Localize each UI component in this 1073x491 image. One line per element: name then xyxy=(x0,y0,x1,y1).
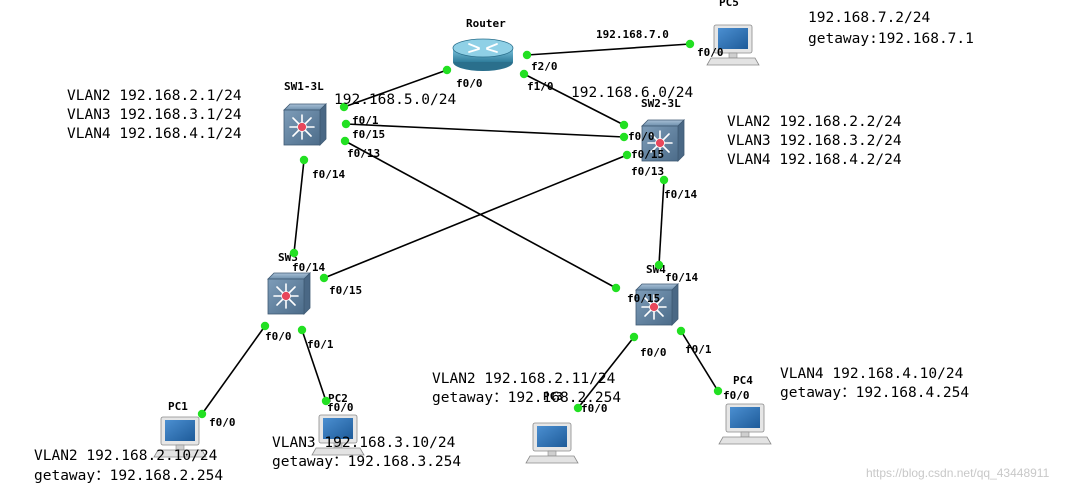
link-sw1-sw2 xyxy=(345,123,625,138)
watermark: https://blog.csdn.net/qq_43448911 xyxy=(866,466,1050,480)
port-sw1-f013: f0/13 xyxy=(347,147,380,160)
pc4-icon[interactable] xyxy=(718,403,772,445)
port-pc4-f00: f0/0 xyxy=(723,389,750,402)
port-pc2-f00: f0/0 xyxy=(327,401,354,414)
port-sw2-f015: f0/15 xyxy=(631,148,664,161)
pc3-gw-note: getaway：192.168.2.254 xyxy=(432,390,621,406)
sw2-label: SW2-3L xyxy=(641,97,681,110)
link-router-sw2 xyxy=(523,73,625,126)
sw2-vlan3-note: VLAN3 192.168.3.2/24 xyxy=(727,133,902,149)
pc5-ip-note: 192.168.7.2/24 xyxy=(808,10,930,26)
network-label-6: 192.168.6.0/24 xyxy=(571,85,693,101)
port-router-f00: f0/0 xyxy=(456,77,483,90)
sw1-icon[interactable] xyxy=(283,103,327,146)
link-router-sw1 xyxy=(343,69,448,108)
link-sw1-sw3 xyxy=(293,159,305,254)
link-sw2-sw3 xyxy=(323,154,628,279)
pc2-label: PC2 xyxy=(328,392,348,405)
sw3-icon[interactable] xyxy=(267,272,311,315)
network-label-5: 192.168.5.0/24 xyxy=(334,92,456,108)
router-label: Router xyxy=(466,17,506,30)
pc1-label: PC1 xyxy=(168,400,188,413)
port-router-f20: f2/0 xyxy=(531,60,558,73)
port-dots xyxy=(197,39,723,419)
port-sw3-f01: f0/1 xyxy=(307,338,334,351)
pc2-ip-note: VLAN3 192.168.3.10/24 xyxy=(272,435,456,451)
pc4-gw-note: getaway：192.168.4.254 xyxy=(780,385,969,401)
link-router-pc5 xyxy=(526,43,691,56)
link-sw2-sw4 xyxy=(658,179,665,266)
pc1-gw-note: getaway：192.168.2.254 xyxy=(34,468,223,484)
pc3-label: PC3 xyxy=(543,390,563,403)
pc5-label: PC5 xyxy=(719,0,739,9)
network-label-7: 192.168.7.0 xyxy=(596,28,669,41)
port-sw3-f014: f0/14 xyxy=(292,261,325,274)
pc5-icon[interactable] xyxy=(706,24,760,66)
port-pc3-f00: f0/0 xyxy=(581,402,608,415)
pc4-ip-note: VLAN4 192.168.4.10/24 xyxy=(780,366,964,382)
pc5-gw-note: getaway:192.168.7.1 xyxy=(808,31,974,47)
port-sw1-f015: f0/15 xyxy=(352,128,385,141)
sw1-vlan2-note: VLAN2 192.168.2.1/24 xyxy=(67,88,242,104)
link-sw4-pc4 xyxy=(680,330,719,392)
port-sw2-f013: f0/13 xyxy=(631,165,664,178)
link-sw3-pc2 xyxy=(301,329,327,402)
pc3-ip-note: VLAN2 192.168.2.11/24 xyxy=(432,371,616,387)
port-sw3-f015: f0/15 xyxy=(329,284,362,297)
port-router-f10: f1/0 xyxy=(527,80,554,93)
pc2-gw-note: getaway：192.168.3.254 xyxy=(272,454,461,470)
port-sw1-f01: f0/1 xyxy=(352,114,379,127)
pc3-icon[interactable] xyxy=(525,422,579,464)
port-sw4-f00: f0/0 xyxy=(640,346,667,359)
sw1-label: SW1-3L xyxy=(284,80,324,93)
port-sw2-f00: f0/0 xyxy=(628,130,655,143)
sw2-vlan4-note: VLAN4 192.168.4.2/24 xyxy=(727,152,902,168)
port-labels: f2/0 f0/0 f0/0 f1/0 f0/1 f0/15 f0/13 f0/… xyxy=(209,46,750,429)
port-pc5-f00: f0/0 xyxy=(697,46,724,59)
port-sw4-f014: f0/14 xyxy=(665,271,698,284)
port-sw1-f014: f0/14 xyxy=(312,168,345,181)
pc4-label: PC4 xyxy=(733,374,753,387)
port-sw3-f00: f0/0 xyxy=(265,330,292,343)
link-sw3-pc1 xyxy=(201,325,266,415)
port-sw4-f01: f0/1 xyxy=(685,343,712,356)
port-pc1-f00: f0/0 xyxy=(209,416,236,429)
sw1-vlan3-note: VLAN3 192.168.3.1/24 xyxy=(67,107,242,123)
notes: 192.168.7.2/24 getaway:192.168.7.1 VLAN2… xyxy=(34,10,974,484)
port-sw2-f014: f0/14 xyxy=(664,188,697,201)
port-sw4-f015: f0/15 xyxy=(627,292,660,305)
links xyxy=(201,43,719,415)
link-sw4-pc3 xyxy=(577,336,635,409)
sw1-vlan4-note: VLAN4 192.168.4.1/24 xyxy=(67,126,242,142)
router-icon[interactable] xyxy=(452,38,514,71)
sw2-vlan2-note: VLAN2 192.168.2.2/24 xyxy=(727,114,902,130)
pc1-ip-note: VLAN2 192.168.2.10/24 xyxy=(34,448,218,464)
